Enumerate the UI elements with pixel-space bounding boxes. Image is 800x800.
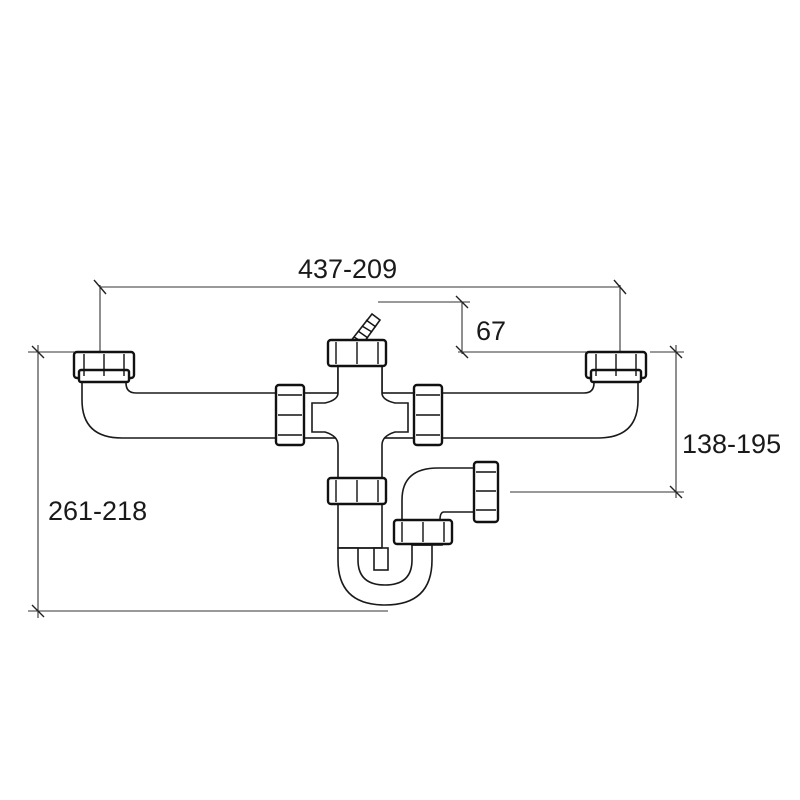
- tee-right-nut: [412, 383, 444, 447]
- overflow-nut: [326, 338, 388, 368]
- width-range-label: 437-209: [298, 254, 397, 284]
- right-inlet-nut: [584, 350, 648, 384]
- overall-depth-label: 261-218: [48, 496, 147, 526]
- left-inlet-nut: [72, 350, 136, 384]
- dimension-lines: [28, 279, 684, 618]
- trap-right-nut: [392, 518, 454, 546]
- height-range-label: 138-195: [682, 429, 781, 459]
- tee-bottom-nut: [326, 476, 388, 506]
- pipework: [81, 312, 639, 606]
- outlet-nut: [472, 460, 500, 524]
- tee-left-nut: [274, 383, 306, 447]
- inlet-offset-label: 67: [476, 316, 506, 346]
- nuts: [72, 338, 648, 546]
